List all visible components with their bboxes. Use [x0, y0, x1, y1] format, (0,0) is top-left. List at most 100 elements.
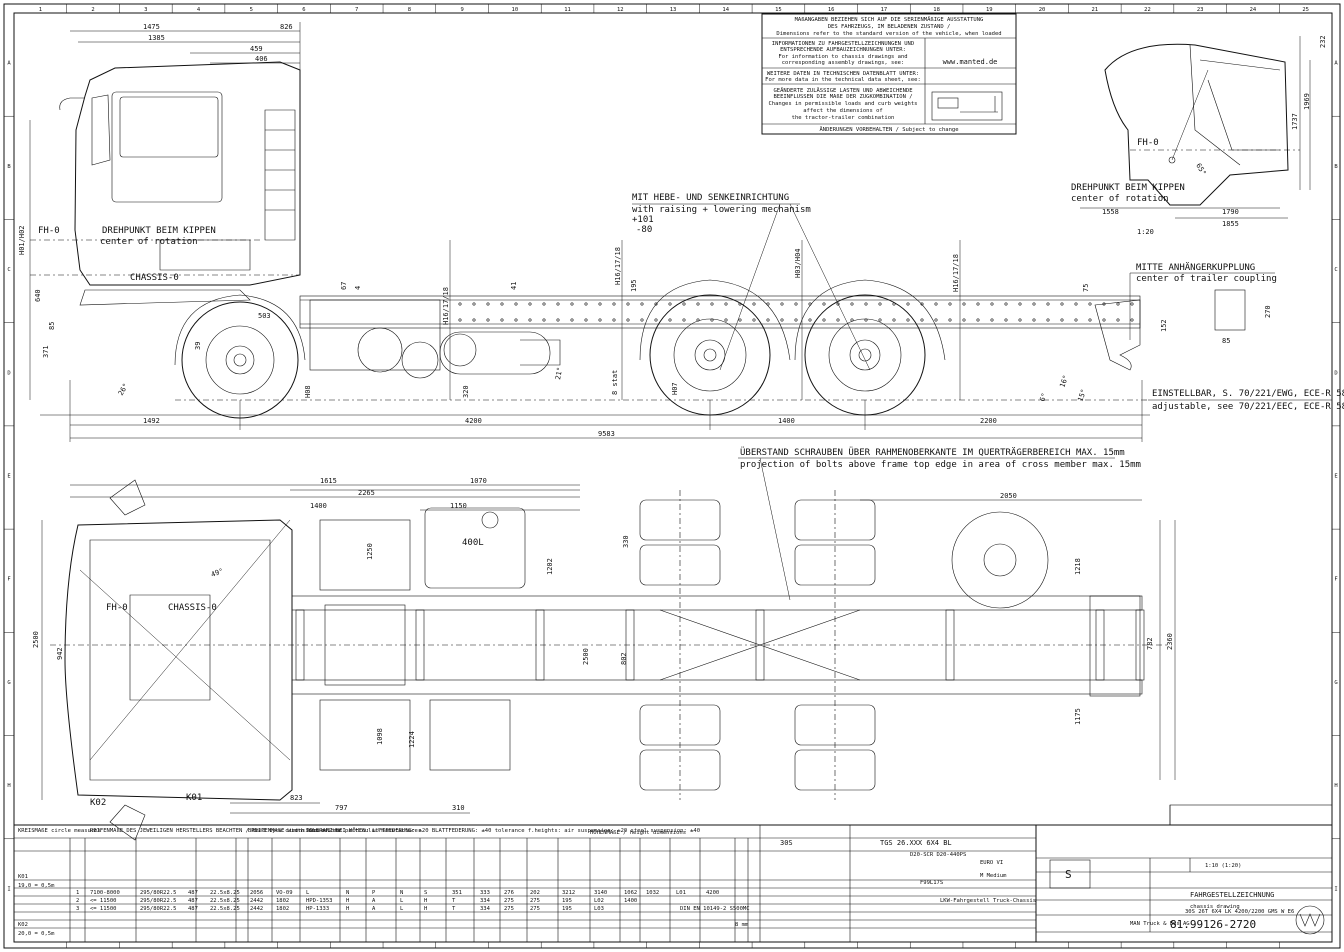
border-col-label: 5 [250, 7, 253, 13]
cab-dim-1790: 1790 [1222, 208, 1239, 216]
rivet [584, 318, 588, 322]
table-cell: 3140 [594, 890, 607, 896]
top-dim-1098: 1098 [376, 728, 384, 745]
table-cell: VO-09 [276, 890, 293, 896]
rivet [612, 318, 616, 322]
notes-more-de: WEITERE DATEN IN TECHNISCHEN DATENBLATT … [767, 71, 919, 77]
top-dim-2050: 2050 [1000, 492, 1017, 500]
side-pivot-en: center of rotation [100, 237, 198, 247]
rivet [1004, 318, 1008, 322]
title-company: MAN Truck & Bus AG [1130, 921, 1190, 927]
table-cell: HPD-1353 [306, 898, 333, 904]
table-cell: 7100-8000 [90, 890, 120, 896]
border-col-label: 12 [617, 7, 624, 13]
frame-rail [299, 295, 1141, 329]
side-dim-320: 320 [462, 385, 470, 398]
table-cell: 275 [530, 906, 540, 912]
top-dim-1150: 1150 [450, 502, 467, 510]
rivet [528, 302, 532, 306]
rivet [1130, 318, 1134, 322]
top-angle-49: 49° [210, 567, 225, 579]
cab-dim-1737: 1737 [1291, 113, 1299, 130]
side-dim-9583: 9583 [598, 430, 615, 438]
rivet [990, 318, 994, 322]
notes-url[interactable]: www.manted.de [943, 58, 998, 66]
table-cell: H [346, 898, 349, 904]
top-dim-310: 310 [452, 804, 465, 812]
table-cell: 1 [76, 890, 79, 896]
table-cell: 276 [504, 890, 514, 896]
top-dim-1070: 1070 [470, 477, 487, 485]
title-model: 30S 26T 6X4 LK 4200/2200 GMS W E6 [1185, 909, 1294, 915]
side-dim-406: 406 [255, 55, 268, 63]
table-cell: 295/80R22.5 [140, 906, 176, 912]
data-table: KREISMAßE circle measures REIFENMAßE DES… [13, 824, 1037, 943]
table-cell: 333 [480, 890, 490, 896]
table-cell: 1062 [624, 890, 637, 896]
table-cell: 1400 [624, 898, 637, 904]
cab-tilt-view: 232 1737 1969 FH-0 65° DREHPUNKT BEIM KI… [1071, 35, 1327, 236]
side-dim-640: 640 [34, 289, 42, 302]
rivet [1032, 302, 1036, 306]
table-header-heights: HÖHENMAßE / height dimensions [590, 829, 686, 836]
border-col-label: 23 [1197, 7, 1204, 13]
table-cell: 4200 [706, 890, 719, 896]
rivet [780, 302, 784, 306]
bolts-note-de: ÜBERSTAND SCHRAUBEN ÜBER RAHMENOBERKANTE… [740, 447, 1125, 458]
rivet [668, 302, 672, 306]
table-cell: H [346, 906, 349, 912]
border-row-label: C [7, 267, 10, 273]
rivet [612, 302, 616, 306]
rivet [850, 302, 854, 306]
side-dim-41: 41 [510, 282, 518, 290]
border-row-label: A [1334, 61, 1338, 67]
table-engine: D20-SCR D20-440PS [910, 852, 966, 858]
side-pivot-de: DREHPUNKT BEIM KIPPEN [102, 226, 216, 236]
side-angle-16: 16° [1058, 374, 1070, 389]
coupling-label-en: center of trailer coupling [1136, 274, 1277, 284]
rivet [794, 318, 798, 322]
raise-value-plus: +101 [632, 215, 654, 225]
raise-label-de: MIT HEBE- UND SENKEINRICHTUNG [632, 193, 789, 203]
title-drawing-en: chassis drawing [1190, 904, 1240, 910]
cab-body [74, 61, 301, 286]
rivet [738, 318, 742, 322]
top-dim-1218: 1218 [1074, 558, 1082, 575]
rivet [780, 318, 784, 322]
cab-scale: 1:20 [1137, 228, 1154, 236]
notes-title-de: MAßANGABEN BEZIEHEN SICH AUF DIE SERIENM… [795, 16, 984, 23]
rivet [976, 318, 980, 322]
table-cell: <= 11500 [90, 906, 117, 912]
table-header-width: BREITENMAßE width dimensions [248, 828, 341, 834]
border-col-label: 25 [1302, 7, 1309, 13]
border-col-label: 7 [355, 7, 358, 13]
table-k02: K02 [18, 922, 28, 928]
side-dim-39: 39 [194, 342, 202, 350]
notes-changes-en2: affect the dimensions of [803, 108, 882, 114]
notes-info-de: INFORMATIONEN ZU FAHRGESTELLZEICHNUNGEN … [772, 41, 914, 47]
border-row-label: B [7, 164, 11, 170]
border-row-label: D [1334, 370, 1337, 376]
rivet [486, 318, 490, 322]
rivet [570, 318, 574, 322]
border-col-label: 4 [197, 7, 201, 13]
side-label-h03: H03/H04 [794, 248, 802, 278]
table-cell: 22.5x8.25 [210, 906, 240, 912]
rivet [836, 302, 840, 306]
cab-top-outline [64, 519, 293, 801]
table-cell: 195 [562, 898, 572, 904]
rivet [1088, 318, 1092, 322]
border-col-label: 1 [39, 7, 42, 13]
rivet [458, 302, 462, 306]
rivet [486, 302, 490, 306]
rivet [710, 302, 714, 306]
table-variant: TGS 26.XXX 6X4 BL [880, 839, 952, 847]
rivet [598, 302, 602, 306]
rivet [906, 318, 910, 322]
table-cell: 2442 [250, 906, 263, 912]
table-cell: 487 [188, 898, 198, 904]
rivet [542, 318, 546, 322]
rivet [1074, 302, 1078, 306]
side-dim-85: 85 [48, 322, 56, 330]
